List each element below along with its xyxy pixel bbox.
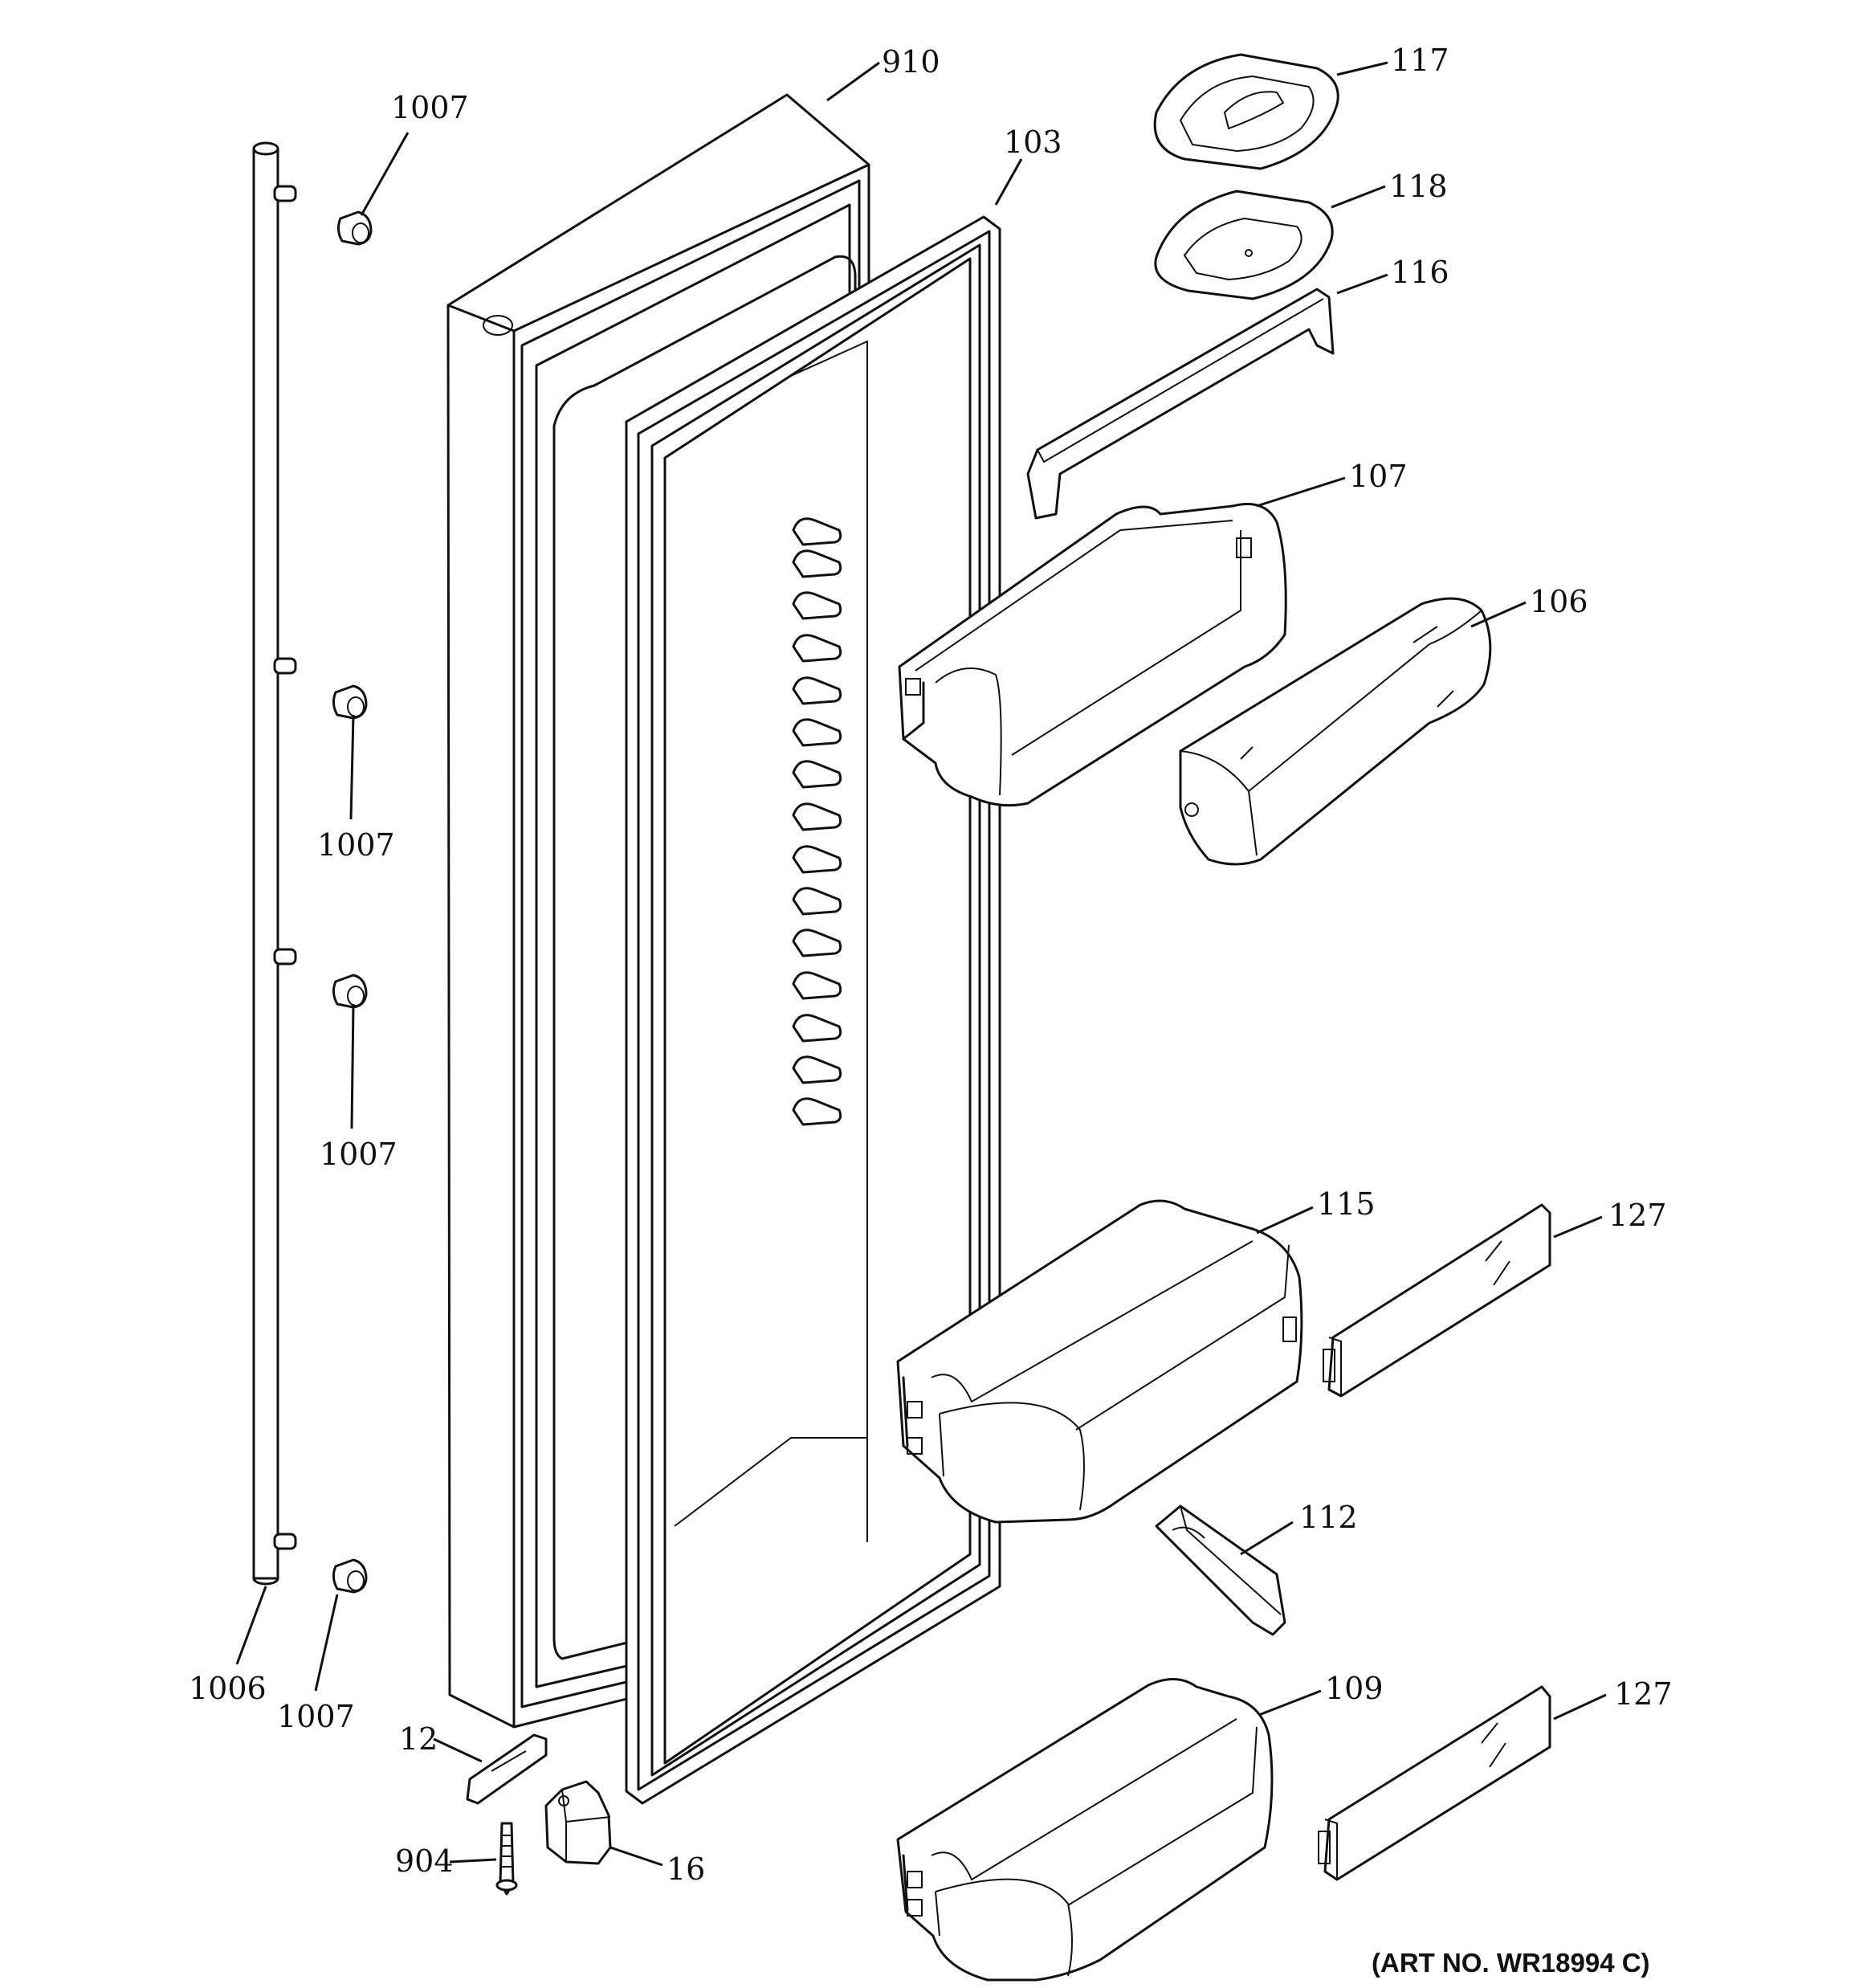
door-gasket-103 (625, 215, 1001, 1805)
door-bin-109 (896, 1677, 1274, 1982)
cover-117 (1153, 53, 1339, 170)
callout-1007-d: 1007 (277, 1699, 355, 1734)
clip-1007-d (332, 1558, 368, 1594)
hinge-plate-12 (466, 1733, 548, 1805)
callout-1006: 1006 (189, 1671, 267, 1706)
callout-labels: 910 1007 103 117 118 116 107 106 1007 10… (189, 43, 1673, 1887)
bin-panel-127-a (1323, 1203, 1551, 1398)
hinge-16 (544, 1780, 612, 1865)
bin-panel-127-b (1318, 1685, 1551, 1881)
callout-116: 116 (1391, 255, 1449, 290)
callout-103: 103 (1004, 125, 1062, 160)
callout-12: 12 (399, 1721, 438, 1757)
callout-16: 16 (667, 1851, 705, 1887)
callout-127-a: 127 (1608, 1198, 1667, 1233)
callout-112: 112 (1299, 1500, 1358, 1535)
door-bin-115 (896, 1199, 1303, 1524)
callout-910: 910 (882, 44, 940, 80)
callout-127-b: 127 (1614, 1676, 1673, 1712)
callout-118: 118 (1389, 169, 1448, 204)
leader-lines (235, 61, 1607, 1867)
callout-117: 117 (1391, 43, 1449, 78)
door-bin-107 (898, 503, 1287, 807)
clip-1007-c (332, 974, 368, 1009)
callout-904: 904 (395, 1843, 454, 1879)
clip-1007-b (332, 684, 368, 720)
bracket-116 (1026, 288, 1335, 520)
art-number: (ART NO. WR18994 C) (1372, 1948, 1650, 1978)
shelf-rails (792, 517, 842, 1126)
callout-106: 106 (1530, 584, 1588, 619)
divider-112 (1155, 1504, 1286, 1636)
clip-1007-a (336, 210, 373, 246)
callout-109: 109 (1325, 1671, 1384, 1706)
callout-107: 107 (1349, 459, 1408, 494)
handle-rod-1006 (252, 141, 297, 1586)
bin-118 (1154, 190, 1334, 300)
bin-cover-106 (1179, 597, 1492, 866)
rod-pins (273, 185, 297, 1550)
callout-1007-b: 1007 (317, 827, 395, 863)
screw-904 (495, 1822, 518, 1896)
callout-115: 115 (1317, 1186, 1376, 1222)
callout-1007-c: 1007 (320, 1137, 397, 1172)
callout-1007-a: 1007 (391, 90, 469, 125)
